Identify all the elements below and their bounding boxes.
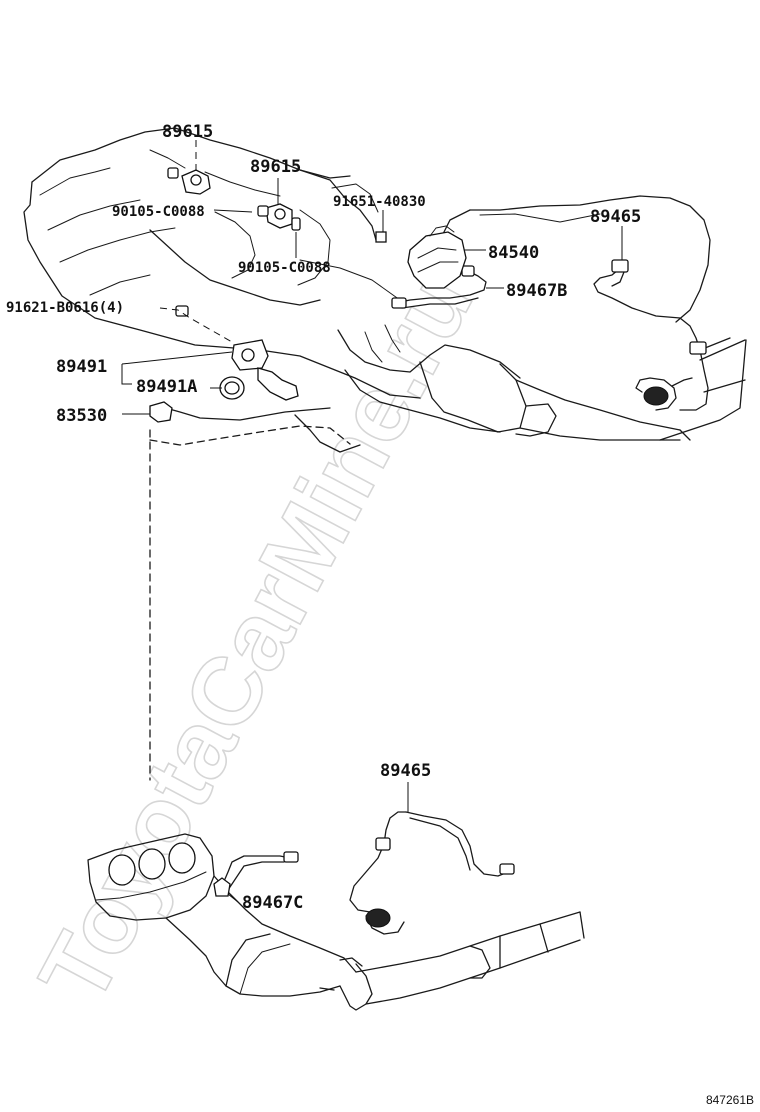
oxygen-sensor-89467c [213,851,299,897]
label-84540[interactable]: 84540 [488,243,539,263]
bracket-89491 [175,305,299,401]
label-89465-b[interactable]: 89465 [380,761,431,781]
sensor-body-89465-upper [643,386,669,406]
label-90105-b[interactable]: 90105-C0088 [238,260,331,276]
leader-lines [121,140,623,903]
connector-89465-upper [611,259,629,273]
label-89615-a[interactable]: 89615 [162,122,213,142]
label-89491[interactable]: 89491 [56,357,107,377]
switch-84540 [375,225,467,289]
exhaust-lower [87,833,585,1011]
connector-89467b [461,265,475,277]
label-89491a[interactable]: 89491A [136,377,197,397]
sensor-body-89465-lower [365,908,391,928]
diagram-code: 847261B [706,1093,754,1107]
oxygen-sensor-89465-lower [349,811,515,935]
part-labels: 89615 89615 90105-C0088 90105-C0088 9165… [6,122,754,1107]
label-89615-b[interactable]: 89615 [250,157,301,177]
label-89467b[interactable]: 89467B [506,281,567,301]
label-83530[interactable]: 83530 [56,406,107,426]
sensor-83530 [149,401,173,423]
oxygen-sensor-89465-upper [593,259,709,411]
label-89467c[interactable]: 89467C [242,893,303,913]
label-91621[interactable]: 91621-B0616(4) [6,300,124,316]
knock-sensor-89615-a [167,167,211,195]
engine-outline [23,127,747,781]
connector-89467c [283,851,299,863]
gasket-89491a [219,376,245,400]
label-90105-a[interactable]: 90105-C0088 [112,204,205,220]
knock-sensor-89615-b [257,203,301,231]
label-91651[interactable]: 91651-40830 [333,194,426,210]
label-89465-a[interactable]: 89465 [590,207,641,227]
oxygen-sensor-89467b [391,265,487,309]
connector-89465-lower [499,863,515,875]
